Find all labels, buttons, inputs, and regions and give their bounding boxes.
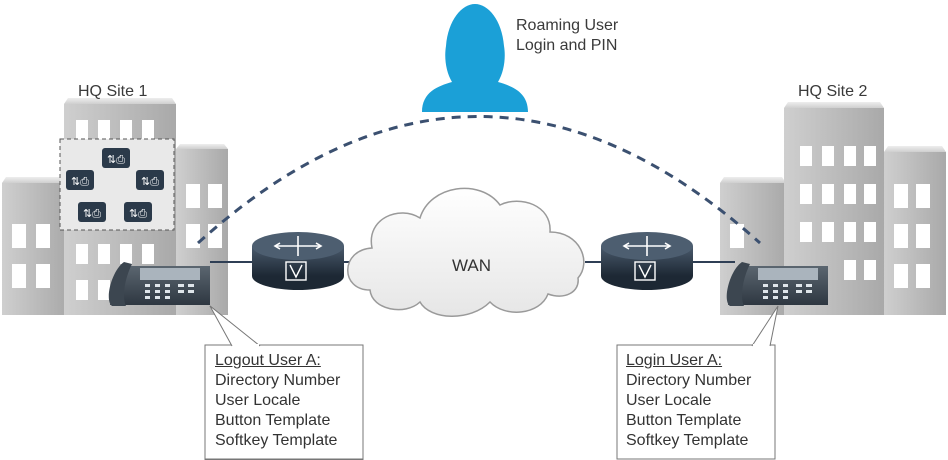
router-icon (252, 232, 344, 290)
cluster-server-icon: ⇅⎙ (78, 202, 106, 222)
callout-left-item: User Locale (215, 392, 301, 409)
callout-left-box (204, 305, 364, 460)
cluster-server-icon: ⇅⎙ (124, 202, 152, 222)
callout-right-item: Directory Number (626, 372, 752, 389)
svg-text:⇅⎙: ⇅⎙ (71, 175, 89, 188)
user-silhouette-icon (422, 4, 528, 112)
cloud-icon (347, 187, 585, 317)
callout-left-heading: Logout User A: (215, 352, 321, 369)
cluster-server-icon: ⇅⎙ (102, 148, 130, 168)
ip-phone-icon (108, 262, 210, 306)
callout-left-item: Button Template (215, 412, 331, 429)
callout-right-text: Login User A: Directory Number User Loca… (626, 351, 751, 451)
callout-right-box (616, 305, 779, 460)
hq-site-2-label: HQ Site 2 (798, 83, 868, 100)
roaming-user-label: Roaming User Login and PIN (516, 16, 618, 56)
roaming-path-arc (196, 115, 762, 245)
callout-right-item: Softkey Template (626, 432, 749, 449)
roaming-user-line-2: Login and PIN (516, 37, 618, 54)
callout-right-heading: Login User A: (626, 352, 723, 369)
call-manager-cluster: ⇅⎙ ⇅⎙ ⇅⎙ ⇅⎙ ⇅⎙ (59, 138, 175, 231)
callout-left-item: Softkey Template (215, 432, 338, 449)
ip-phone-icon (726, 262, 828, 306)
callout-right-item: Button Template (626, 412, 742, 429)
svg-text:⇅⎙: ⇅⎙ (107, 153, 125, 166)
wan-label: WAN (452, 256, 492, 275)
callout-right-item: User Locale (626, 392, 712, 409)
cluster-server-icon: ⇅⎙ (136, 170, 164, 190)
svg-text:⇅⎙: ⇅⎙ (141, 175, 159, 188)
callout-left-item: Directory Number (215, 372, 341, 389)
cluster-server-icon: ⇅⎙ (66, 170, 94, 190)
svg-text:⇅⎙: ⇅⎙ (83, 207, 101, 220)
callout-left-text: Logout User A: Directory Number User Loc… (215, 351, 340, 451)
svg-text:⇅⎙: ⇅⎙ (129, 207, 147, 220)
hq-site-1-label: HQ Site 1 (78, 83, 148, 100)
roaming-user-line-1: Roaming User (516, 17, 619, 34)
router-icon (601, 232, 693, 290)
